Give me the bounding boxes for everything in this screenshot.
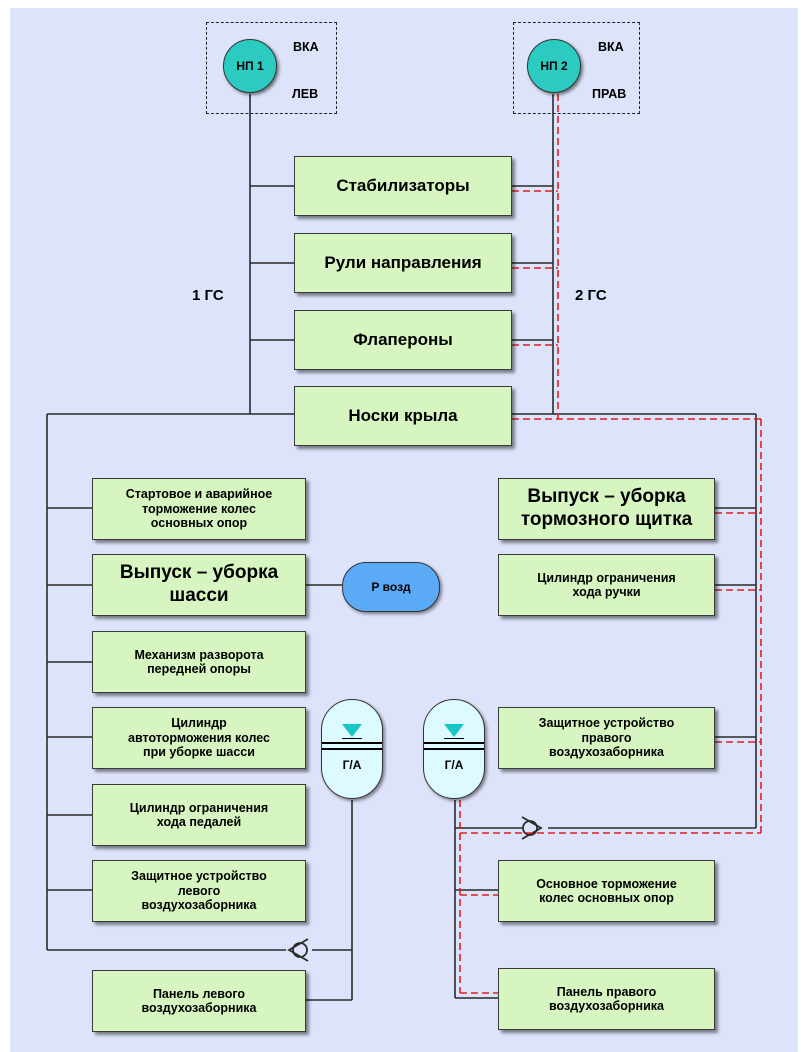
left-pump: НП 1: [223, 39, 277, 93]
left-pump-frame: [206, 22, 337, 114]
right-pump: НП 2: [527, 39, 581, 93]
system-1-label: 1 ГС: [192, 287, 224, 304]
right-accumulator-triangle-icon: [444, 724, 464, 737]
right-pump-label: НП 2: [540, 59, 568, 73]
left-accumulator: Г/А: [321, 699, 383, 799]
right-accumulator-divider-2: [424, 748, 484, 750]
system-1-lines: [46, 94, 353, 1001]
right-pump-tag-top: ВКА: [598, 40, 624, 54]
start-brake-box: Стартовое и аварийное торможение колес о…: [92, 478, 306, 540]
rudders-box: Рули направления: [294, 233, 512, 293]
right-intake-panel-box: Панель правого воздухозаборника: [498, 968, 715, 1030]
left-pump-tag-bottom: ЛЕВ: [292, 87, 319, 101]
right-accumulator-label: Г/А: [444, 758, 464, 772]
left-accumulator-label: Г/А: [342, 758, 362, 772]
main-brake-box: Основное торможение колес основных опор: [498, 860, 715, 922]
stabilizers-box: Стабилизаторы: [294, 156, 512, 216]
left-accumulator-triangle-icon: [342, 724, 362, 737]
left-pump-tag-top: ВКА: [293, 40, 319, 54]
left-accumulator-divider-1: [322, 742, 382, 744]
right-intake-guard-box: Защитное устройство правого воздухозабор…: [498, 707, 715, 769]
flaperons-box: Флапероны: [294, 310, 512, 370]
air-pressure-label: Р возд: [371, 580, 411, 594]
right-accumulator-divider-1: [424, 742, 484, 744]
speedbrake-box: Выпуск – уборка тормозного щитка: [498, 478, 715, 540]
wing-slats-box: Носки крыла: [294, 386, 512, 446]
autobrake-cylinder-box: Цилиндр автоторможения колес при уборке …: [92, 707, 306, 769]
check-valve-left: [287, 938, 309, 962]
right-pump-tag-bottom: ПРАВ: [592, 87, 627, 101]
air-pressure-node: Р возд: [342, 562, 440, 612]
left-intake-panel-box: Панель левого воздухозаборника: [92, 970, 306, 1032]
right-pump-frame: [513, 22, 640, 114]
handle-limit-cylinder-box: Цилиндр ограничения хода ручки: [498, 554, 715, 616]
nose-steering-box: Механизм разворота передней опоры: [92, 631, 306, 693]
check-valve-right: [521, 816, 543, 840]
system-2-lines: [454, 94, 757, 999]
right-accumulator: Г/А: [423, 699, 485, 799]
system-2-label: 2 ГС: [575, 287, 607, 304]
left-pump-label: НП 1: [236, 59, 264, 73]
pedal-limit-cylinder-box: Цилиндр ограничения хода педалей: [92, 784, 306, 846]
system-2-red-lines: [459, 94, 762, 994]
right-accumulator-level-line: [444, 738, 464, 739]
left-intake-guard-box: Защитное устройство левого воздухозаборн…: [92, 860, 306, 922]
landing-gear-box: Выпуск – уборка шасси: [92, 554, 306, 616]
left-accumulator-level-line: [342, 738, 362, 739]
left-accumulator-divider-2: [322, 748, 382, 750]
